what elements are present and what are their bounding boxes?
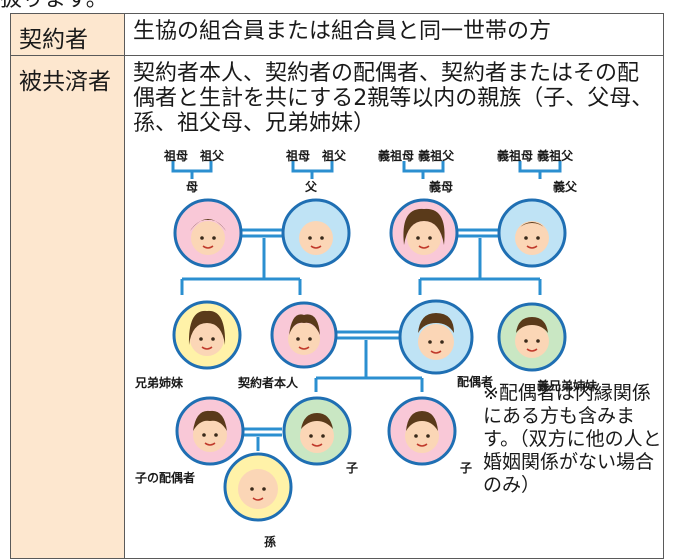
child1-label: 子	[346, 461, 359, 475]
mother-in-law-label: 義母	[429, 180, 454, 194]
insured-label: 被共済者	[10, 55, 125, 559]
portrait-faces	[188, 208, 549, 509]
grandparents-label-3: 義祖母 義祖父	[378, 149, 455, 163]
father-in-law-label: 義父	[553, 180, 578, 194]
family-tree-graphic	[171, 161, 567, 522]
table-row-contractor: 契約者 生協の組合員または組合員と同一世帯の方	[10, 13, 664, 56]
child-spouse-label: 子の配偶者	[135, 471, 196, 485]
contractor-label: 契約者	[10, 13, 125, 56]
eligibility-table: 契約者 生協の組合員または組合員と同一世帯の方 被共済者 契約者本人、契約者の配…	[10, 13, 664, 559]
mother-label: 母	[186, 180, 199, 194]
family-tree-diagram: 祖母 祖父 祖母 祖父 義祖母 義祖父 義祖母 義祖父 母 父 義母 義父 兄弟…	[120, 145, 665, 549]
insured-description: 契約者本人、契約者の配偶者、契約者またはその配偶者と生計を共にする2親等以内の親…	[133, 61, 654, 136]
table-row-insured: 被共済者 契約者本人、契約者の配偶者、契約者またはその配偶者と生計を共にする2親…	[10, 55, 664, 559]
spouse-note: ※配偶者は内縁関係にある方も含みます。（双方に他の人と婚姻関係がない場合のみ）	[483, 382, 662, 496]
child2-label: 子	[460, 461, 473, 475]
grandparents-label-2: 祖母 祖父	[286, 149, 347, 163]
self-label: 契約者本人	[238, 376, 299, 390]
grandchild-label: 孫	[264, 535, 277, 549]
father-label: 父	[305, 180, 318, 194]
siblings-label: 兄弟姉妹	[135, 376, 184, 390]
contractor-value: 生協の組合員または組合員と同一世帯の方	[124, 13, 664, 56]
connector-lines	[171, 161, 562, 451]
grandparents-label-1: 祖母 祖父	[164, 149, 225, 163]
spouse-label: 配偶者	[457, 375, 494, 389]
page-top-fragment: 扱ります。	[0, 0, 108, 11]
siblings-in-law-label: 義兄弟姉妹	[537, 379, 598, 393]
insured-cell: 契約者本人、契約者の配偶者、契約者またはその配偶者と生計を共にする2親等以内の親…	[124, 55, 664, 559]
grandparents-label-4: 義祖母 義祖父	[497, 149, 574, 163]
